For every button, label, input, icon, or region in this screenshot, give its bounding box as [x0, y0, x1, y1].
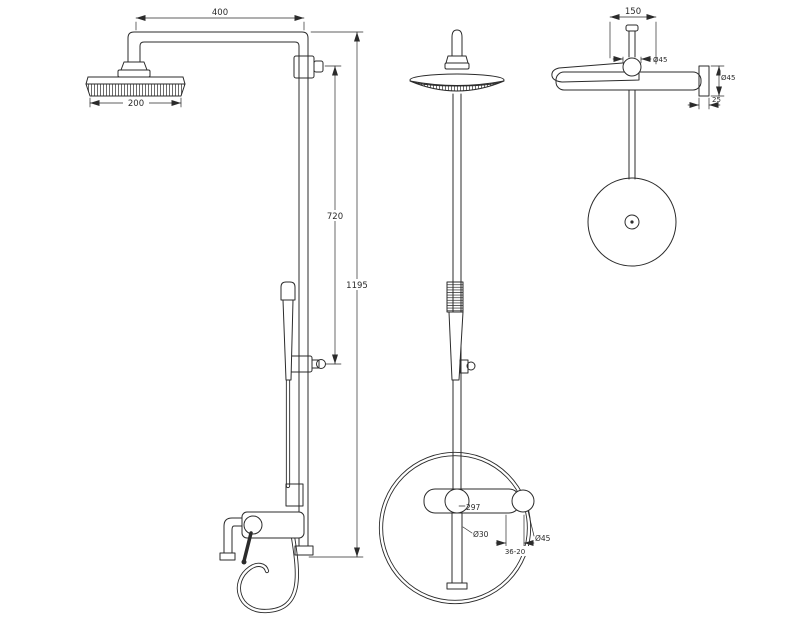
- dim-handle-diameter-label: Ø45: [653, 56, 667, 64]
- slider-bracket-side: [459, 359, 476, 374]
- side-view: 297 Ø30 36-20 Ø45: [378, 29, 551, 605]
- dim-body-length-label: 150: [625, 7, 641, 17]
- dim-pipe-diameter-label: Ø30: [473, 530, 489, 539]
- dim-flange-depth-label: 25: [712, 96, 721, 104]
- supply-connector: [285, 483, 304, 507]
- riser-pipe-top: [628, 89, 636, 180]
- shower-arm-and-rail: [127, 31, 309, 547]
- dim-knob-diameter-side-label: Ø45: [535, 534, 551, 543]
- dim-handle-diameter: Ø45: [612, 56, 667, 64]
- shower-hose-front: [236, 377, 299, 614]
- handle-knob-top: [622, 57, 642, 77]
- front-view: 200 400: [85, 8, 371, 614]
- dim-rail-span-label: 720: [327, 212, 343, 222]
- overhead-shower-head-side: [409, 73, 505, 92]
- handle-stem-top: [625, 24, 639, 58]
- wall-flange-top: [698, 65, 710, 97]
- hand-shower-front: [280, 281, 296, 381]
- mixer-valve-side: [423, 488, 535, 590]
- head-joint: [117, 61, 151, 78]
- dim-body-length: 150: [609, 7, 657, 65]
- dim-arm-length: 400: [135, 8, 305, 31]
- wall-bracket-bottom: [294, 545, 314, 556]
- temperature-knob: [243, 515, 263, 535]
- tub-spout: [223, 517, 243, 554]
- dim-flange-diameter-label: Ø45: [721, 74, 735, 82]
- shower-hose-loop: [378, 451, 532, 605]
- overhead-shower-head-top: [587, 177, 677, 267]
- dim-knob-diameter-side: Ø45: [527, 510, 551, 543]
- dim-wall-range-label: 36-20: [505, 548, 525, 556]
- dim-flange-depth: 25: [687, 96, 721, 110]
- dim-arm-length-label: 400: [212, 8, 228, 18]
- dim-rail-span: 720: [323, 65, 347, 365]
- arm-stub-side: [444, 29, 470, 70]
- dim-total-height-label: 1195: [346, 281, 368, 291]
- top-view: 150 Ø45 Ø45: [551, 7, 743, 267]
- dim-wall-range: 36-20: [495, 514, 535, 556]
- dim-loop: 297: [458, 503, 481, 512]
- overhead-shower-head-front: [85, 76, 186, 97]
- control-lever: [242, 531, 253, 563]
- dim-head-width-label: 200: [128, 99, 144, 109]
- dim-flange-diameter: Ø45: [710, 65, 743, 97]
- mixer-valve-front: [219, 511, 305, 565]
- dim-pipe-diameter: Ø30: [462, 526, 489, 539]
- dim-loop-label: 297: [466, 503, 481, 512]
- dim-total-height: 1195: [308, 31, 371, 558]
- dim-head-width: 200: [89, 97, 182, 109]
- wall-bracket-top: [293, 55, 324, 79]
